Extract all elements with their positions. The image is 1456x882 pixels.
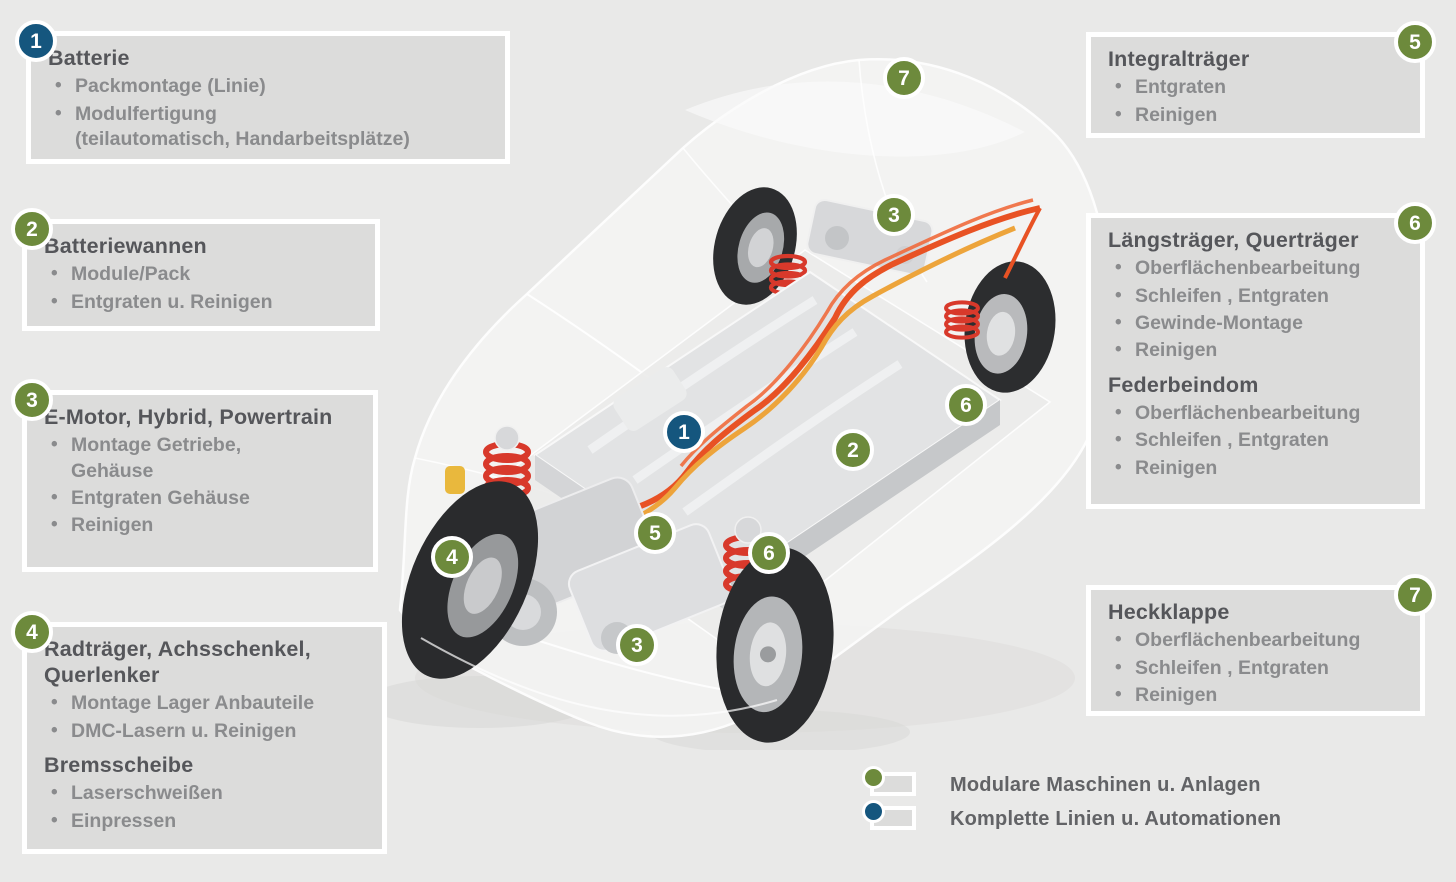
callout-box-radtraeger: 4 Radträger, Achsschenkel, Querlenker Mo… [11, 611, 387, 854]
box-title: Radträger, Achsschenkel, Querlenker [44, 637, 311, 688]
badge-4: 4 [11, 611, 53, 653]
badge-6: 6 [1394, 202, 1436, 244]
car-marker-1: 1 [663, 411, 705, 453]
marker-number: 5 [649, 521, 661, 545]
box-item: Entgraten Gehäuse [44, 486, 361, 511]
box-item: Schleifen , Entgraten [1108, 428, 1408, 453]
box-item: Entgraten [1108, 75, 1408, 100]
box-item: Oberflächenbearbeitung [1108, 401, 1408, 426]
callout-box-batteriewannen: 2 Batteriewannen Module/Pack Entgraten u… [11, 208, 380, 331]
box-item: Packmontage (Linie) [48, 74, 493, 99]
front-left-wheel [401, 481, 539, 679]
box-item: Laserschweißen [44, 781, 370, 806]
marker-number: 2 [847, 438, 859, 462]
marker-number: 1 [678, 420, 690, 444]
box-item: Reinigen [44, 513, 361, 538]
blue-dot-icon [862, 800, 885, 823]
box-title: Batterie [48, 46, 130, 70]
callout-box-emotor: 3 E-Motor, Hybrid, Powertrain Montage Ge… [11, 379, 378, 572]
marker-number: 3 [888, 203, 900, 227]
car-marker-7: 7 [883, 57, 925, 99]
car-marker-6-right: 6 [945, 384, 987, 426]
legend-label: Komplette Linien u. Automationen [950, 807, 1282, 830]
badge-number: 7 [1409, 583, 1421, 607]
marker-number: 7 [898, 66, 910, 90]
car-marker-3-rear: 3 [873, 194, 915, 236]
car-marker-2: 2 [832, 429, 874, 471]
badge-number: 4 [26, 620, 38, 644]
box-item: Einpressen [44, 809, 370, 834]
rear-right-wheel [964, 261, 1056, 393]
box-item: Schleifen , Entgraten [1108, 656, 1408, 681]
badge-5: 5 [1394, 21, 1436, 63]
badge-number: 5 [1409, 30, 1421, 54]
legend-row-complete: Komplette Linien u. Automationen [862, 800, 1282, 834]
callout-box-batterie: 1 Batterie Packmontage (Linie) Modulfert… [15, 20, 510, 164]
callout-box-laengstraeger: 6 Längsträger, Querträger Oberflächenbea… [1086, 202, 1436, 509]
legend-label: Modulare Maschinen u. Anlagen [950, 773, 1261, 796]
box-items: Oberflächenbearbeitung Schleifen , Entgr… [1108, 401, 1408, 481]
box-items: Montage Lager Anbauteile DMC-Lasern u. R… [44, 691, 370, 744]
box-items: Module/Pack Entgraten u. Reinigen [44, 262, 363, 315]
legend-row-modular: Modulare Maschinen u. Anlagen [862, 766, 1281, 800]
box-subtitle: Federbeindom [1108, 372, 1259, 397]
box-item: Oberflächenbearbeitung [1108, 256, 1408, 281]
rear-springs [768, 253, 981, 340]
badge-number: 3 [26, 388, 38, 412]
badge-1: 1 [15, 20, 57, 62]
box-item: Schleifen , Entgraten [1108, 284, 1408, 309]
box-title: E-Motor, Hybrid, Powertrain [44, 405, 333, 429]
box-item: Entgraten u. Reinigen [44, 290, 363, 315]
callout-box-integraltraeger: 5 Integralträger Entgraten Reinigen [1086, 21, 1436, 138]
box-item: Gewinde-Montage [1108, 311, 1408, 336]
marker-number: 4 [446, 545, 458, 569]
box-item: DMC-Lasern u. Reinigen [44, 719, 370, 744]
badge-3: 3 [11, 379, 53, 421]
box-title: Längsträger, Querträger [1108, 228, 1359, 252]
badge-number: 6 [1409, 211, 1421, 235]
box-item: Modulfertigung (teilautomatisch, Handarb… [48, 102, 493, 153]
badge-2: 2 [11, 208, 53, 250]
box-title: Integralträger [1108, 47, 1250, 71]
marker-number: 6 [763, 541, 775, 565]
badge-7: 7 [1394, 574, 1436, 616]
car-marker-5: 5 [634, 512, 676, 554]
legend-box-icon [862, 766, 920, 800]
box-item: Reinigen [1108, 683, 1408, 708]
marker-number: 6 [960, 393, 972, 417]
car-marker-6-front: 6 [748, 532, 790, 574]
box-items: Laserschweißen Einpressen [44, 781, 370, 834]
front-right-wheel [716, 547, 834, 743]
box-items: Montage Getriebe, Gehäuse Entgraten Gehä… [44, 433, 361, 538]
legend-box-icon [862, 800, 920, 834]
car-marker-3-front: 3 [616, 624, 658, 666]
marker-number: 3 [631, 633, 643, 657]
box-items: Entgraten Reinigen [1108, 75, 1408, 128]
body-front-line [420, 637, 778, 717]
box-items: Packmontage (Linie) Modulfertigung (teil… [48, 74, 493, 152]
badge-number: 2 [26, 217, 38, 241]
box-item: Module/Pack [44, 262, 363, 287]
box-item: Reinigen [1108, 338, 1408, 363]
badge-number: 1 [30, 29, 42, 53]
box-item: Montage Getriebe, Gehäuse [44, 433, 361, 484]
box-item: Oberflächenbearbeitung [1108, 628, 1408, 653]
box-title: Heckklappe [1108, 600, 1230, 624]
callout-box-heckklappe: 7 Heckklappe Oberflächenbearbeitung Schl… [1086, 574, 1436, 716]
box-item: Reinigen [1108, 456, 1408, 481]
box-subtitle: Bremsscheibe [44, 753, 194, 778]
car-illustration [385, 58, 1113, 750]
box-title: Batteriewannen [44, 234, 207, 258]
car-marker-4: 4 [431, 536, 473, 578]
box-items: Oberflächenbearbeitung Schleifen , Entgr… [1108, 256, 1408, 363]
green-dot-icon [862, 766, 885, 789]
box-items: Oberflächenbearbeitung Schleifen , Entgr… [1108, 628, 1408, 708]
box-item: Reinigen [1108, 103, 1408, 128]
box-item: Montage Lager Anbauteile [44, 691, 370, 716]
legend: Modulare Maschinen u. Anlagen Komplette … [862, 766, 1282, 838]
